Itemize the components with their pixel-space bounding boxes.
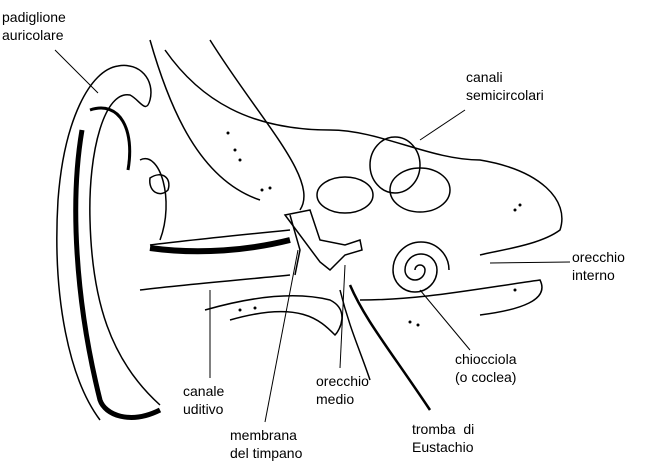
label-line: chiocciola — [455, 351, 517, 367]
canal-bone-lower — [204, 295, 343, 337]
label-semicircular-canals: canali semicircolari — [466, 68, 544, 104]
canal-posterior — [316, 176, 374, 214]
ear-canal-upper — [149, 229, 291, 246]
label-line: membrana — [230, 427, 297, 443]
label-line: auricolare — [2, 27, 64, 43]
pinna-outline — [56, 64, 161, 421]
label-line: del timpano — [230, 445, 303, 461]
label-pinna: padiglione auricolare — [2, 8, 66, 44]
skull-line — [149, 39, 261, 201]
ossicles — [283, 209, 363, 272]
lower-bone — [359, 279, 543, 316]
canal-lateral — [389, 167, 451, 213]
pinna-shadow — [73, 129, 162, 420]
label-line: uditivo — [183, 401, 224, 417]
ear-canal-dark — [149, 237, 291, 255]
label-line: tromba di — [412, 421, 475, 437]
eustachian-tube-2 — [339, 289, 371, 381]
label-eustachian-tube: tromba di Eustachio — [412, 420, 474, 456]
label-line: orecchio — [316, 373, 369, 389]
concha — [139, 157, 167, 241]
label-middle-ear: orecchio medio — [316, 372, 369, 408]
ear-canal-lower — [139, 274, 291, 291]
label-eardrum: membrana del timpano — [230, 426, 302, 462]
label-line: interno — [572, 267, 615, 283]
bone-dots — [226, 131, 522, 327]
label-line: medio — [316, 391, 355, 407]
label-line: Eustachio — [412, 439, 474, 455]
label-ear-canal: canale uditivo — [183, 382, 224, 418]
label-line: canale — [183, 383, 225, 399]
eustachian-tube — [348, 284, 432, 411]
label-line: semicircolari — [466, 87, 544, 103]
label-cochlea: chiocciola (o coclea) — [455, 350, 516, 386]
temporal-bone — [209, 39, 305, 211]
canal-superior — [369, 136, 421, 194]
label-line: (o coclea) — [455, 369, 517, 385]
label-inner-ear: orecchio interno — [572, 248, 625, 284]
pinna-inner-fold — [89, 106, 132, 171]
skull-line-2 — [164, 49, 563, 256]
cochlea — [392, 241, 450, 293]
label-line: orecchio — [572, 249, 625, 265]
tragus — [149, 174, 170, 195]
label-line: canali — [466, 69, 503, 85]
label-line: padiglione — [2, 9, 66, 25]
leader-lines — [54, 49, 571, 423]
